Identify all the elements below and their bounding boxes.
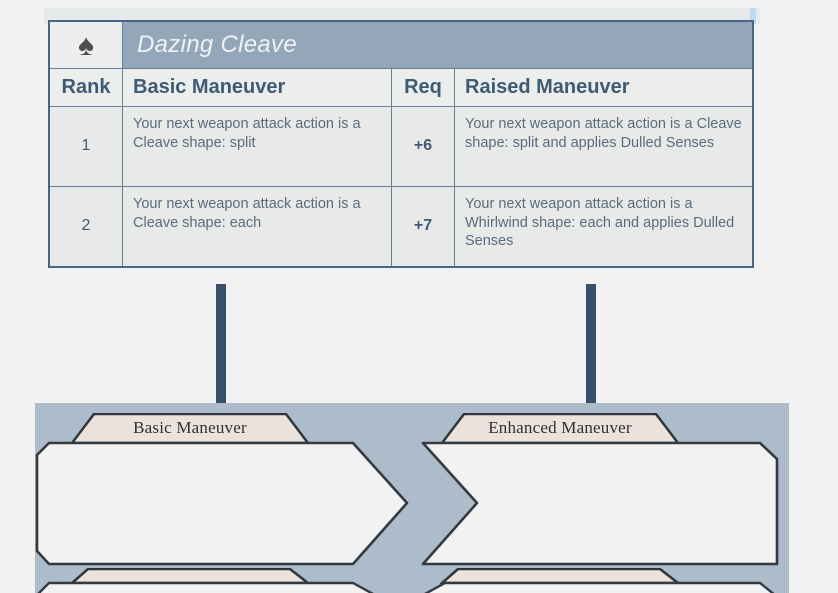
cell-req-1: +6 bbox=[391, 106, 455, 187]
card-body-row-1 bbox=[35, 441, 789, 566]
maneuver-title-cell: Dazing Cleave bbox=[122, 20, 754, 69]
spade-icon: ♠ bbox=[78, 29, 94, 62]
table-header-row: Rank Basic Maneuver Req Raised Maneuver bbox=[48, 68, 754, 107]
cell-rank-1: 1 bbox=[48, 106, 123, 187]
page-title: Dazing Cleave bbox=[137, 31, 297, 58]
tab-row-2-left[interactable] bbox=[68, 567, 312, 585]
cell-req-2: +7 bbox=[391, 186, 455, 268]
tab-label-enhanced-maneuver: Enhanced Maneuver bbox=[488, 418, 632, 437]
column-header-basic-maneuver: Basic Maneuver bbox=[122, 68, 392, 107]
tab-row-2-right[interactable] bbox=[438, 567, 682, 585]
table-top-accent-strip bbox=[750, 8, 756, 24]
cell-raised-2: Your next weapon attack action is a Whir… bbox=[454, 186, 754, 268]
maneuver-table: ♠ Dazing Cleave Rank Basic Maneuver Req … bbox=[48, 20, 754, 268]
column-header-raised-maneuver: Raised Maneuver bbox=[454, 68, 754, 107]
card-panel: Basic Maneuver Enhanced Maneuver bbox=[35, 403, 789, 593]
table-row: 1 Your next weapon attack action is a Cl… bbox=[48, 106, 754, 187]
cell-basic-2: Your next weapon attack action is a Clea… bbox=[122, 186, 392, 268]
tab-basic-maneuver[interactable]: Basic Maneuver bbox=[70, 413, 310, 445]
column-header-rank: Rank bbox=[48, 68, 123, 107]
tab-label-basic-maneuver: Basic Maneuver bbox=[133, 418, 247, 437]
card-body-shapes-1 bbox=[35, 441, 779, 566]
tab-enhanced-maneuver[interactable]: Enhanced Maneuver bbox=[440, 413, 680, 445]
cell-rank-2: 2 bbox=[48, 186, 123, 268]
cell-raised-1: Your next weapon attack action is a Clea… bbox=[454, 106, 754, 187]
card-body-shapes-2 bbox=[37, 581, 775, 593]
table-title-row: ♠ Dazing Cleave bbox=[48, 20, 754, 69]
card-body-row-2 bbox=[35, 581, 789, 593]
cell-basic-1: Your next weapon attack action is a Clea… bbox=[122, 106, 392, 187]
table-row: 2 Your next weapon attack action is a Cl… bbox=[48, 186, 754, 268]
column-header-req: Req bbox=[391, 68, 455, 107]
suit-cell: ♠ bbox=[48, 20, 123, 69]
